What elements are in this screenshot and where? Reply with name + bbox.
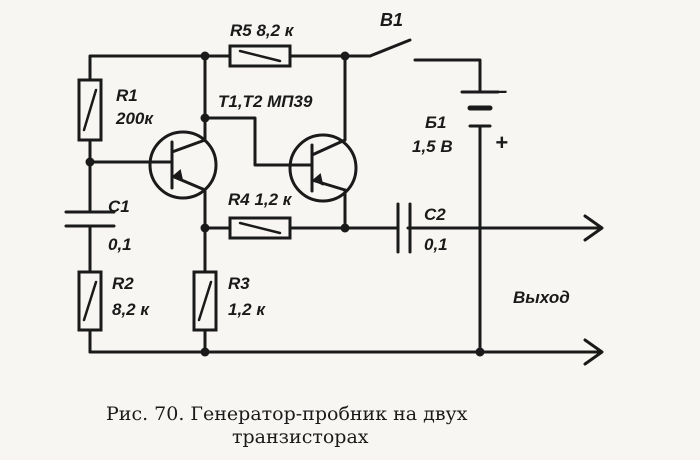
c1-name-label: C1	[108, 197, 130, 216]
switch-b1	[368, 38, 412, 58]
r3-name-label: R3	[228, 274, 250, 293]
output-arrow-bottom	[583, 338, 604, 366]
battery-minus-label: –	[495, 78, 507, 103]
c2-name-label: C2	[424, 205, 446, 224]
resistor-r5	[228, 44, 292, 68]
junction-dots	[85, 51, 485, 357]
r2-name-label: R2	[112, 274, 134, 293]
resistor-r1	[77, 78, 103, 142]
r1-value-label: 200к	[115, 109, 154, 128]
r3-value-label: 1,2 к	[228, 300, 266, 319]
resistor-r3	[192, 270, 218, 332]
capacitor-c2	[396, 202, 412, 254]
transistor-t2	[288, 133, 358, 203]
r5-label: R5 8,2 к	[230, 21, 295, 40]
battery-value-label: 1,5 В	[412, 137, 453, 156]
r2-value-label: 8,2 к	[112, 300, 150, 319]
resistor-r2	[77, 270, 103, 332]
t1-collector-node-wire	[203, 54, 292, 167]
r1-name-label: R1	[116, 86, 138, 105]
t2-emitter-c2-wire	[343, 188, 602, 230]
resistor-r4	[228, 216, 292, 240]
battery-name-label: Б1	[425, 113, 447, 132]
battery-plus-label: +	[495, 130, 508, 155]
figure-caption-line1: Рис. 70. Генератор-пробник на двух	[106, 403, 468, 425]
battery-wire	[413, 58, 482, 354]
capacitor-c1	[64, 210, 116, 237]
c1-value-label: 0,1	[108, 235, 132, 254]
output-arrow-top	[583, 214, 604, 242]
switch-label: В1	[380, 10, 403, 30]
transistor-label: Т1,Т2 МП39	[218, 92, 313, 111]
battery-b1	[460, 90, 500, 128]
output-label: Выход	[513, 288, 570, 307]
r4-label: R4 1,2 к	[228, 190, 293, 209]
transistor-t1	[148, 130, 218, 200]
figure-caption-line2: транзисторах	[232, 426, 369, 448]
top-rail-wire	[88, 54, 372, 82]
c2-value-label: 0,1	[424, 235, 448, 254]
